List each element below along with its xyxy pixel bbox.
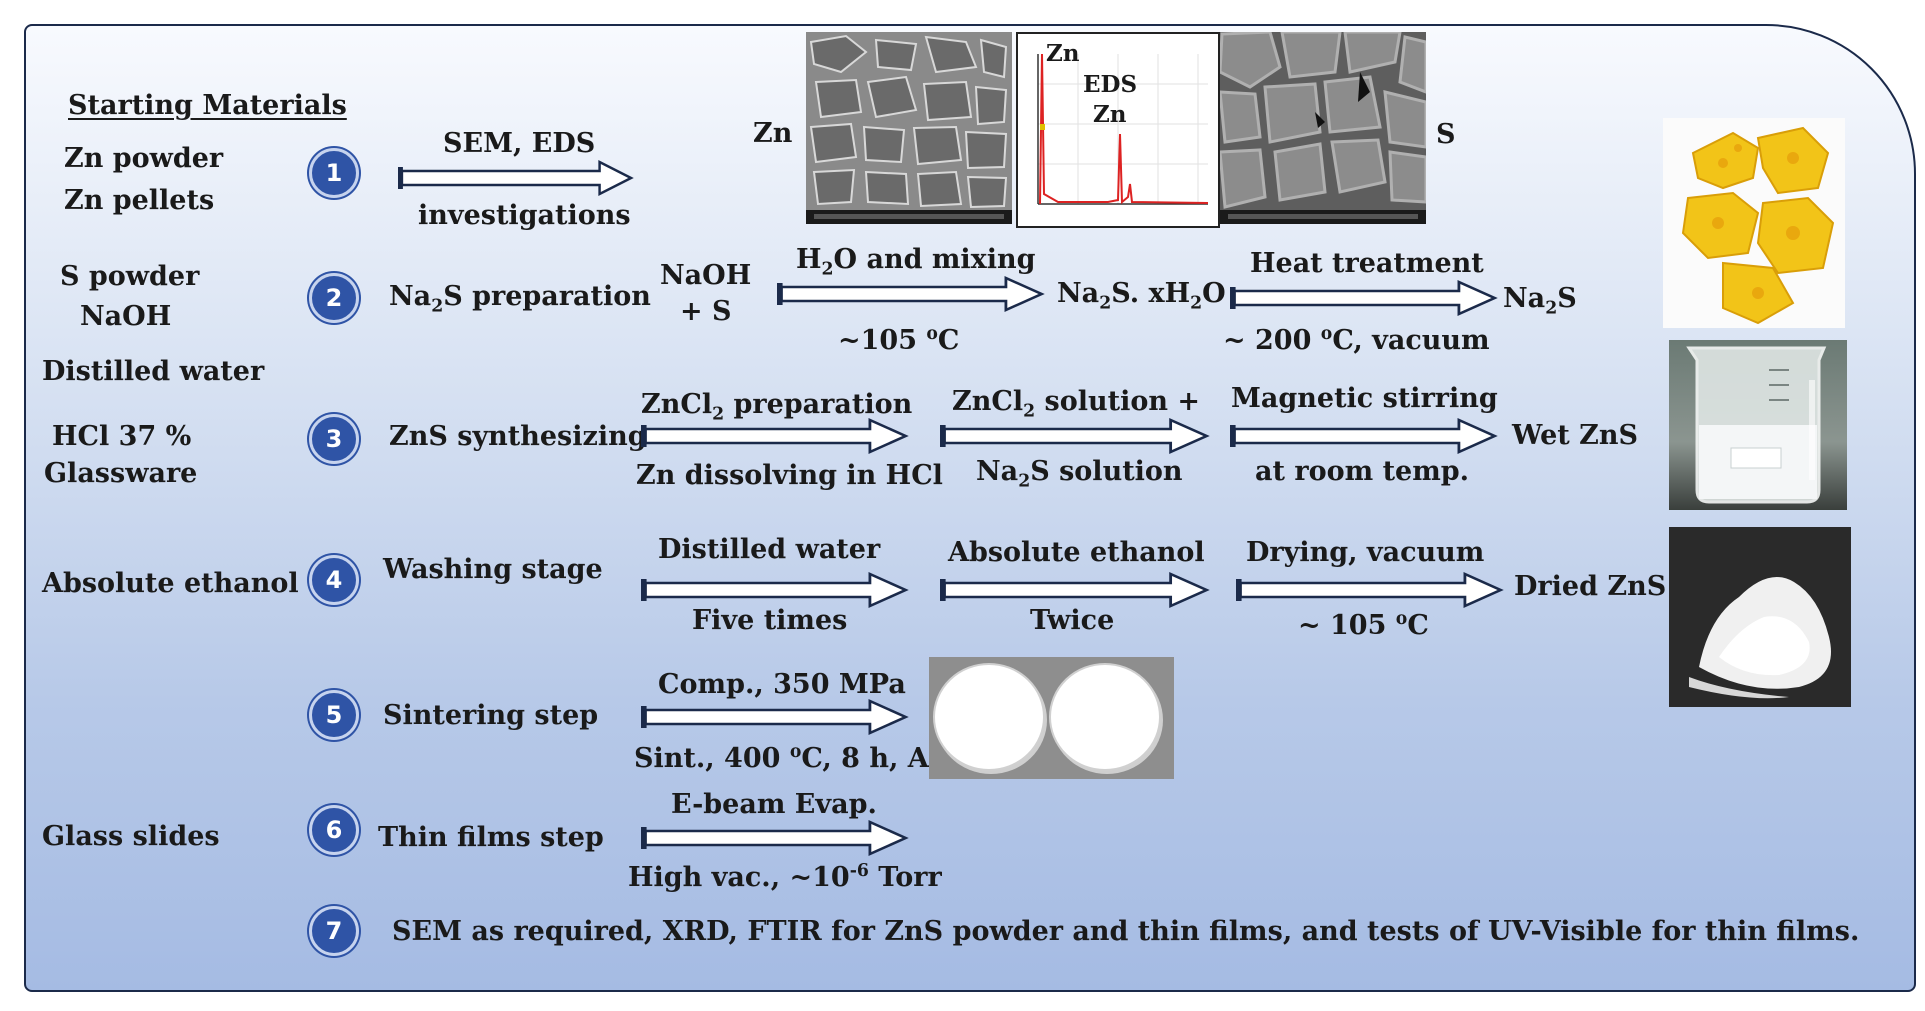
step-3-arrow-2-above: ZnCl2 solution + <box>952 386 1200 422</box>
step-4-product: Dried ZnS <box>1514 571 1667 602</box>
eds-spectrum-image <box>1016 32 1220 228</box>
step-2-intermediate: Na2S. xH2O <box>1057 278 1226 314</box>
eds-title-label: EDS <box>1083 71 1138 98</box>
step-4-arrow-3-above: Drying, vacuum <box>1246 537 1485 568</box>
step-3-badge: 3 <box>309 414 359 464</box>
step-3-title: ZnS synthesizing <box>389 421 647 452</box>
step-3-arrow-1-below: Zn dissolving in HCl <box>636 460 943 491</box>
step-4-arrow-1 <box>641 572 908 608</box>
step-3-arrow-2 <box>940 418 1209 454</box>
step-1-arrow-above: SEM, EDS <box>443 128 596 159</box>
step-6-arrow-below: High vac., ~10-6 Torr <box>628 861 942 893</box>
dried-zns-powder-photo <box>1669 527 1851 707</box>
material-glassware: Glassware <box>44 458 198 489</box>
step-2-arrow-2 <box>1230 280 1497 316</box>
step-2-arrow-2-above: Heat treatment <box>1250 248 1484 279</box>
step-4-arrow-3 <box>1236 572 1503 608</box>
step-2-product: Na2S <box>1503 283 1577 319</box>
material-zn-powder: Zn powder <box>64 143 224 174</box>
step-5-arrow-below: Sint., 400 oC, 8 h, Ar <box>634 742 943 774</box>
step-2-arrow-2-below: ~ 200 oC, vacuum <box>1223 324 1490 356</box>
step-4-arrow-2-above: Absolute ethanol <box>948 537 1205 568</box>
step-4-arrow-1-below: Five times <box>692 605 848 636</box>
step-1-arrow-below: investigations <box>418 200 631 231</box>
step-4-arrow-2-below: Twice <box>1030 605 1115 636</box>
step-5-arrow-above: Comp., 350 MPa <box>658 669 906 700</box>
step-1-s-label: S <box>1436 119 1456 150</box>
step-1-arrow <box>398 160 633 196</box>
step-2-arrow-1-below: ~105 oC <box>838 324 960 356</box>
material-zn-pellets: Zn pellets <box>64 185 215 216</box>
starting-materials-heading: Starting Materials <box>68 90 347 121</box>
step-6-badge: 6 <box>309 805 359 855</box>
material-distilled-water: Distilled water <box>42 356 265 387</box>
step-5-arrow <box>641 699 908 735</box>
step-4-badge: 4 <box>309 555 359 605</box>
step-1-zn-label: Zn <box>753 118 793 149</box>
eds-zn-peak-label: Zn <box>1093 101 1127 128</box>
step-3-arrow-3 <box>1230 418 1497 454</box>
step-6-arrow <box>641 820 908 856</box>
step-3-product: Wet ZnS <box>1512 420 1639 451</box>
material-absolute-ethanol: Absolute ethanol <box>42 568 299 599</box>
eds-zn-top-label: Zn <box>1046 40 1080 67</box>
step-2-title: Na2S preparation <box>389 281 651 317</box>
material-s-powder: S powder <box>60 261 200 292</box>
step-6-arrow-above: E-beam Evap. <box>671 789 877 820</box>
step-1-badge: 1 <box>309 148 359 198</box>
wet-zns-beaker-photo <box>1669 340 1847 510</box>
material-hcl: HCl 37 % <box>52 421 192 452</box>
step-2-reactant-s: + S <box>680 296 732 327</box>
step-6-title: Thin films step <box>378 822 604 853</box>
step-5-badge: 5 <box>309 690 359 740</box>
step-2-reactant-naoh: NaOH <box>660 260 752 291</box>
step-4-arrow-2 <box>940 572 1209 608</box>
material-naoh: NaOH <box>80 301 172 332</box>
step-4-title: Washing stage <box>383 554 603 585</box>
step-2-arrow-1-above: H2O and mixing <box>796 244 1036 280</box>
sulfur-photo <box>1663 118 1845 328</box>
step-4-arrow-1-above: Distilled water <box>658 534 881 565</box>
step-3-arrow-3-below: at room temp. <box>1255 456 1470 487</box>
step-7-badge: 7 <box>309 906 359 956</box>
step-3-arrow-1-above: ZnCl2 preparation <box>641 389 913 425</box>
step-5-title: Sintering step <box>383 700 599 731</box>
zn-sem-image <box>806 32 1012 224</box>
step-3-arrow-3-above: Magnetic stirring <box>1231 383 1498 414</box>
step-2-badge: 2 <box>309 273 359 323</box>
step-7-text: SEM as required, XRD, FTIR for ZnS powde… <box>392 916 1860 947</box>
s-sem-image <box>1220 32 1426 224</box>
material-glass-slides: Glass slides <box>42 821 220 852</box>
step-3-arrow-1 <box>641 418 908 454</box>
step-2-arrow-1 <box>777 276 1044 312</box>
step-3-arrow-2-below: Na2S solution <box>976 456 1183 492</box>
sintered-pellets-photo <box>929 657 1174 779</box>
step-4-arrow-3-below: ~ 105 oC <box>1298 609 1429 641</box>
